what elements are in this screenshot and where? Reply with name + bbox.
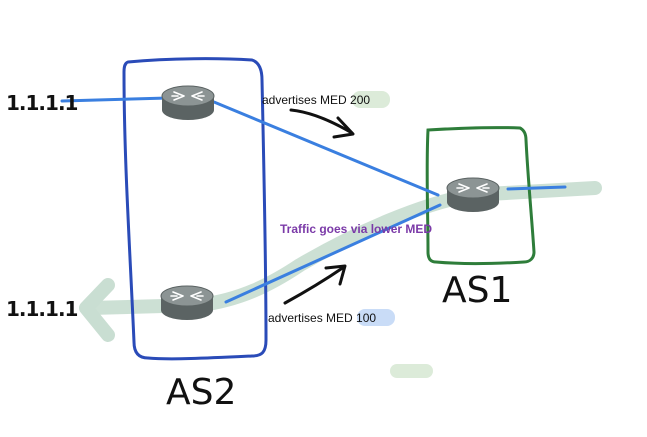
med-top-value: 200	[350, 93, 370, 107]
link-top-router-to-as1	[212, 100, 440, 197]
med-bottom-value: 100	[356, 311, 376, 325]
arrow-icon	[283, 264, 347, 305]
med-top-text: advertises MED	[262, 93, 350, 107]
med-bottom-text: advertises MED	[268, 311, 356, 325]
arrow-icon	[289, 108, 355, 139]
as1-box	[425, 126, 536, 265]
link-prefix-top-to-router	[60, 96, 170, 103]
router-icon	[446, 177, 500, 212]
as2-box	[122, 57, 268, 361]
link-as1-stub	[506, 185, 567, 191]
med-200-highlight	[352, 91, 390, 108]
link-bottom-router-to-as1	[224, 203, 442, 304]
as1-label: AS1	[442, 270, 512, 311]
traffic-note: Traffic goes via lower MED	[280, 222, 432, 236]
prefix-top: 1.1.1.1	[6, 91, 78, 115]
prefix-bottom: 1.1.1.1	[6, 297, 78, 321]
as2-label: AS2	[166, 372, 236, 413]
med-top-label: advertises MED 200	[262, 93, 370, 107]
traffic-arrowhead	[79, 278, 115, 342]
router-icon	[160, 285, 214, 320]
router-icon	[161, 85, 215, 120]
med-100-highlight	[357, 309, 395, 326]
med-bottom-label: advertises MED 100	[268, 311, 376, 325]
